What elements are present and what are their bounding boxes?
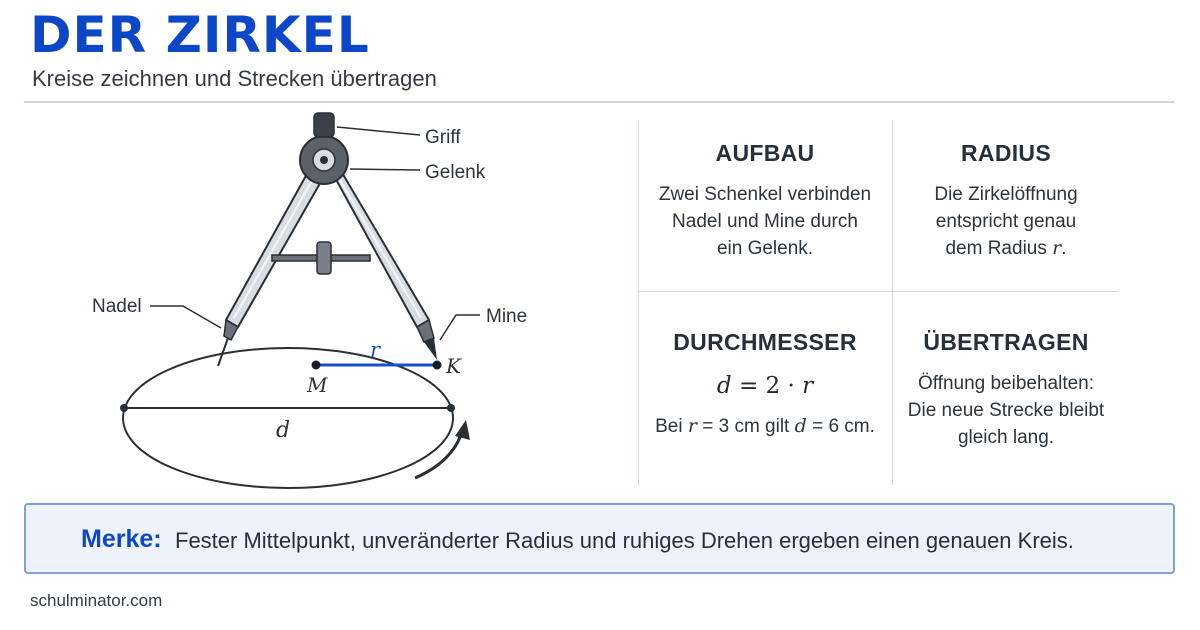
- example-suffix: = 6 cm.: [812, 416, 875, 437]
- grid-vertical-middle: [892, 120, 893, 485]
- diameter-right-point: [447, 404, 455, 412]
- needle: [217, 337, 229, 367]
- header-divider: [24, 101, 1174, 103]
- leader-nadel: [150, 305, 222, 329]
- joint-center: [320, 156, 328, 164]
- grid-vertical-left: [638, 120, 639, 485]
- formula-r: r: [802, 373, 814, 399]
- card-radius-var-r: r: [1052, 237, 1062, 259]
- center-point-m: [311, 360, 321, 370]
- rotation-arrow-head: [455, 420, 470, 440]
- card-aufbau-title: AUFBAU: [715, 140, 815, 166]
- card-radius-line3-prefix: dem Radius: [945, 238, 1047, 259]
- card-radius-line3: dem Radius r.: [894, 235, 1118, 262]
- card-uebertragen-title: ÜBERTRAGEN: [923, 329, 1089, 355]
- card-radius: RADIUS Die Zirkelöffnung entspricht gena…: [894, 140, 1118, 262]
- rotation-arrow: [414, 431, 464, 480]
- diameter-example: Bei r = 3 cm gilt d = 6 cm.: [640, 413, 890, 440]
- example-var-r: r: [687, 415, 697, 437]
- diameter-formula: d = 2 · r: [640, 373, 890, 399]
- remember-label: Merke:: [81, 525, 162, 553]
- lead-tip: [424, 338, 437, 360]
- leader-griff: [336, 126, 421, 136]
- compass-right-leg-highlight: [333, 169, 422, 319]
- formula-d: d: [716, 373, 732, 399]
- label-d: d: [276, 418, 290, 443]
- remember-box: Merke: Fester Mittelpunkt, unveränderter…: [24, 503, 1175, 574]
- drawn-circle: [122, 347, 454, 489]
- diameter-left-point: [120, 404, 128, 412]
- adjustment-wheel: [316, 241, 332, 275]
- handle-grip: [313, 112, 335, 138]
- compass-left-leg-highlight: [233, 169, 319, 319]
- formula-equals: =: [738, 373, 759, 399]
- footer-brand: schulminator.com: [30, 591, 163, 610]
- card-radius-line2: entspricht genau: [935, 211, 1077, 232]
- card-aufbau-text: Zwei Schenkel verbinden Nadel und Mine d…: [658, 184, 872, 259]
- remember-text: Fester Mittelpunkt, unveränderter Radius…: [175, 528, 1074, 553]
- formula-dot: ·: [787, 373, 795, 399]
- card-aufbau: AUFBAU Zwei Schenkel verbinden Nadel und…: [640, 140, 890, 262]
- grid-horizontal: [638, 291, 1118, 292]
- example-mid: = 3 cm gilt: [702, 416, 790, 437]
- leader-mine: [439, 314, 480, 341]
- point-k: [432, 360, 442, 370]
- card-uebertragen: ÜBERTRAGEN Öffnung beibehalten: Die neue…: [894, 329, 1118, 451]
- example-var-d: d: [794, 415, 807, 437]
- formula-two: 2: [765, 373, 781, 399]
- label-mine: Mine: [486, 306, 527, 327]
- card-radius-title: RADIUS: [961, 140, 1051, 166]
- card-radius-text: Die Zirkelöffnung entspricht genau dem R…: [894, 181, 1118, 262]
- card-radius-line1: Die Zirkelöffnung: [934, 184, 1078, 205]
- compass-diagram: Griff Gelenk Nadel Mine r M K d: [92, 112, 527, 489]
- example-prefix: Bei: [655, 416, 683, 437]
- leader-gelenk: [349, 168, 421, 171]
- label-nadel: Nadel: [92, 296, 142, 317]
- card-radius-line3-suffix: .: [1061, 238, 1067, 259]
- label-k: K: [445, 354, 462, 378]
- card-durchmesser: DURCHMESSER d = 2 · r Bei r = 3 cm gilt …: [640, 329, 890, 440]
- card-durchmesser-title: DURCHMESSER: [673, 329, 857, 355]
- label-r: r: [370, 338, 382, 362]
- label-m: M: [306, 373, 328, 397]
- label-griff: Griff: [425, 127, 461, 148]
- card-uebertragen-text: Öffnung beibehalten: Die neue Strecke bl…: [907, 373, 1105, 448]
- needle-holder: [223, 318, 240, 342]
- page-title: DER ZIRKEL: [30, 6, 370, 64]
- label-gelenk: Gelenk: [425, 162, 486, 183]
- page-subtitle: Kreise zeichnen und Strecken übertragen: [32, 66, 437, 91]
